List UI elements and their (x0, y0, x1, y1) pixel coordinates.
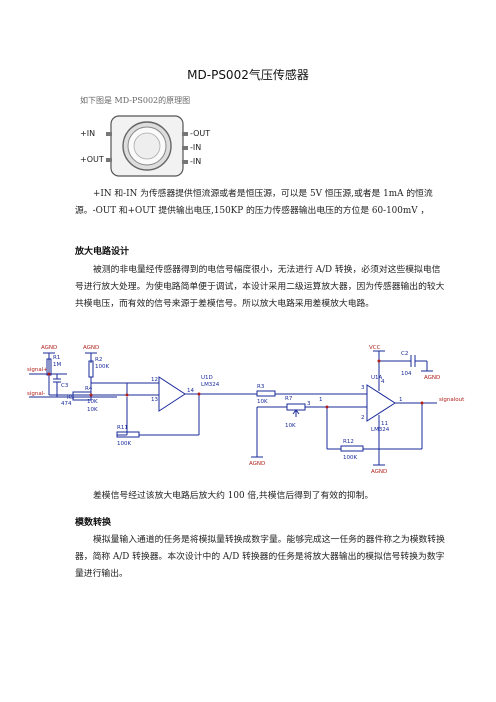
label-r2-val: 100K (95, 364, 109, 370)
label-r2: R2 (95, 357, 102, 363)
paragraph-adc: 模拟量输入通道的任务是将模拟量转换成数字量。能够完成这一任务的器件称之为模数转换… (75, 535, 445, 579)
pin-out-plus: +OUT (80, 155, 104, 164)
paragraph-amplifier: 被测的非电量经传感器得到的电信号幅度很小，无法进行 A/D 转换，必须对这些模拟… (75, 265, 445, 309)
label-pin11: 11 (381, 421, 388, 427)
label-agnd-1: AGND (41, 345, 57, 351)
label-agnd-4: AGND (249, 461, 265, 467)
label-pin13: 13 (151, 397, 158, 403)
paragraph-sensor-supply: +IN 和-IN 为传感器提供恒流源或者是恒压源，可以是 5V 恒压源,或者是 … (75, 189, 433, 216)
page-title: MD-PS002气压传感器 (187, 68, 309, 82)
label-pin3b: 3 (307, 401, 311, 407)
heading-amplifier-design: 放大电路设计 (75, 247, 130, 257)
label-c3: C3 (61, 383, 69, 389)
label-u1a-part: LM324 (371, 427, 390, 433)
paragraph-amplifier-result: 差模信号经过该放大电路后放大约 100 倍,共模信后得到了有效的抑制。 (93, 491, 374, 501)
figure-caption: 如下图是 MD-PS002的原理图 (80, 96, 191, 105)
label-pin3: 3 (361, 385, 365, 391)
pin-out-minus: -OUT (190, 129, 210, 138)
label-r7: R7 (285, 396, 293, 402)
label-r4-val: 10K (87, 399, 98, 405)
label-r5-val: 10K (87, 407, 98, 413)
label-r11-val: 100K (117, 441, 131, 447)
label-r1-val: 1M (53, 362, 61, 368)
label-pin2: 2 (361, 415, 365, 421)
sensor-package (106, 115, 188, 177)
label-r1: R1 (53, 355, 60, 361)
pin-in-minus-1: -IN (190, 143, 201, 152)
amplifier-schematic: AGND AGND VCC AGND AGND AGND signal+ sig… (27, 345, 465, 475)
label-u1d: U1D (201, 375, 213, 381)
sensor-pinout-figure: +IN +OUT -OUT -IN -IN (80, 115, 210, 177)
heading-adc: 模数转换 (75, 518, 112, 528)
label-signal-plus: signal+ (27, 367, 48, 373)
label-r5: R5 (67, 395, 75, 401)
label-c2: C2 (401, 351, 408, 357)
label-agnd-5: AGND (371, 469, 387, 475)
label-r11: R11 (117, 425, 128, 431)
label-r12-val: 100K (343, 455, 357, 461)
label-c2-val: 104 (401, 371, 412, 377)
label-c3-val: 474 (61, 401, 72, 407)
label-r4: R4 (85, 386, 93, 392)
label-agnd-2: AGND (83, 345, 99, 351)
label-pin14: 14 (187, 388, 194, 394)
label-vcc: VCC (369, 345, 381, 351)
label-r12: R12 (343, 439, 354, 445)
label-pin1: 1 (399, 397, 403, 403)
label-pin4: 4 (381, 379, 385, 385)
label-agnd-3: AGND (424, 375, 440, 381)
label-u1a: U1A (371, 375, 383, 381)
label-signal-minus: signal- (27, 391, 45, 397)
label-r7-val: 10K (285, 423, 296, 429)
label-r3: R3 (257, 384, 265, 390)
label-pin12: 12 (151, 377, 158, 383)
label-pin1b: 1 (319, 397, 323, 403)
pin-in-minus-2: -IN (190, 157, 201, 166)
label-u1d-part: LM324 (201, 382, 220, 388)
pin-in-plus: +IN (80, 129, 95, 138)
label-r3-val: 10K (257, 399, 268, 405)
label-signal-out: signalout (439, 397, 465, 403)
